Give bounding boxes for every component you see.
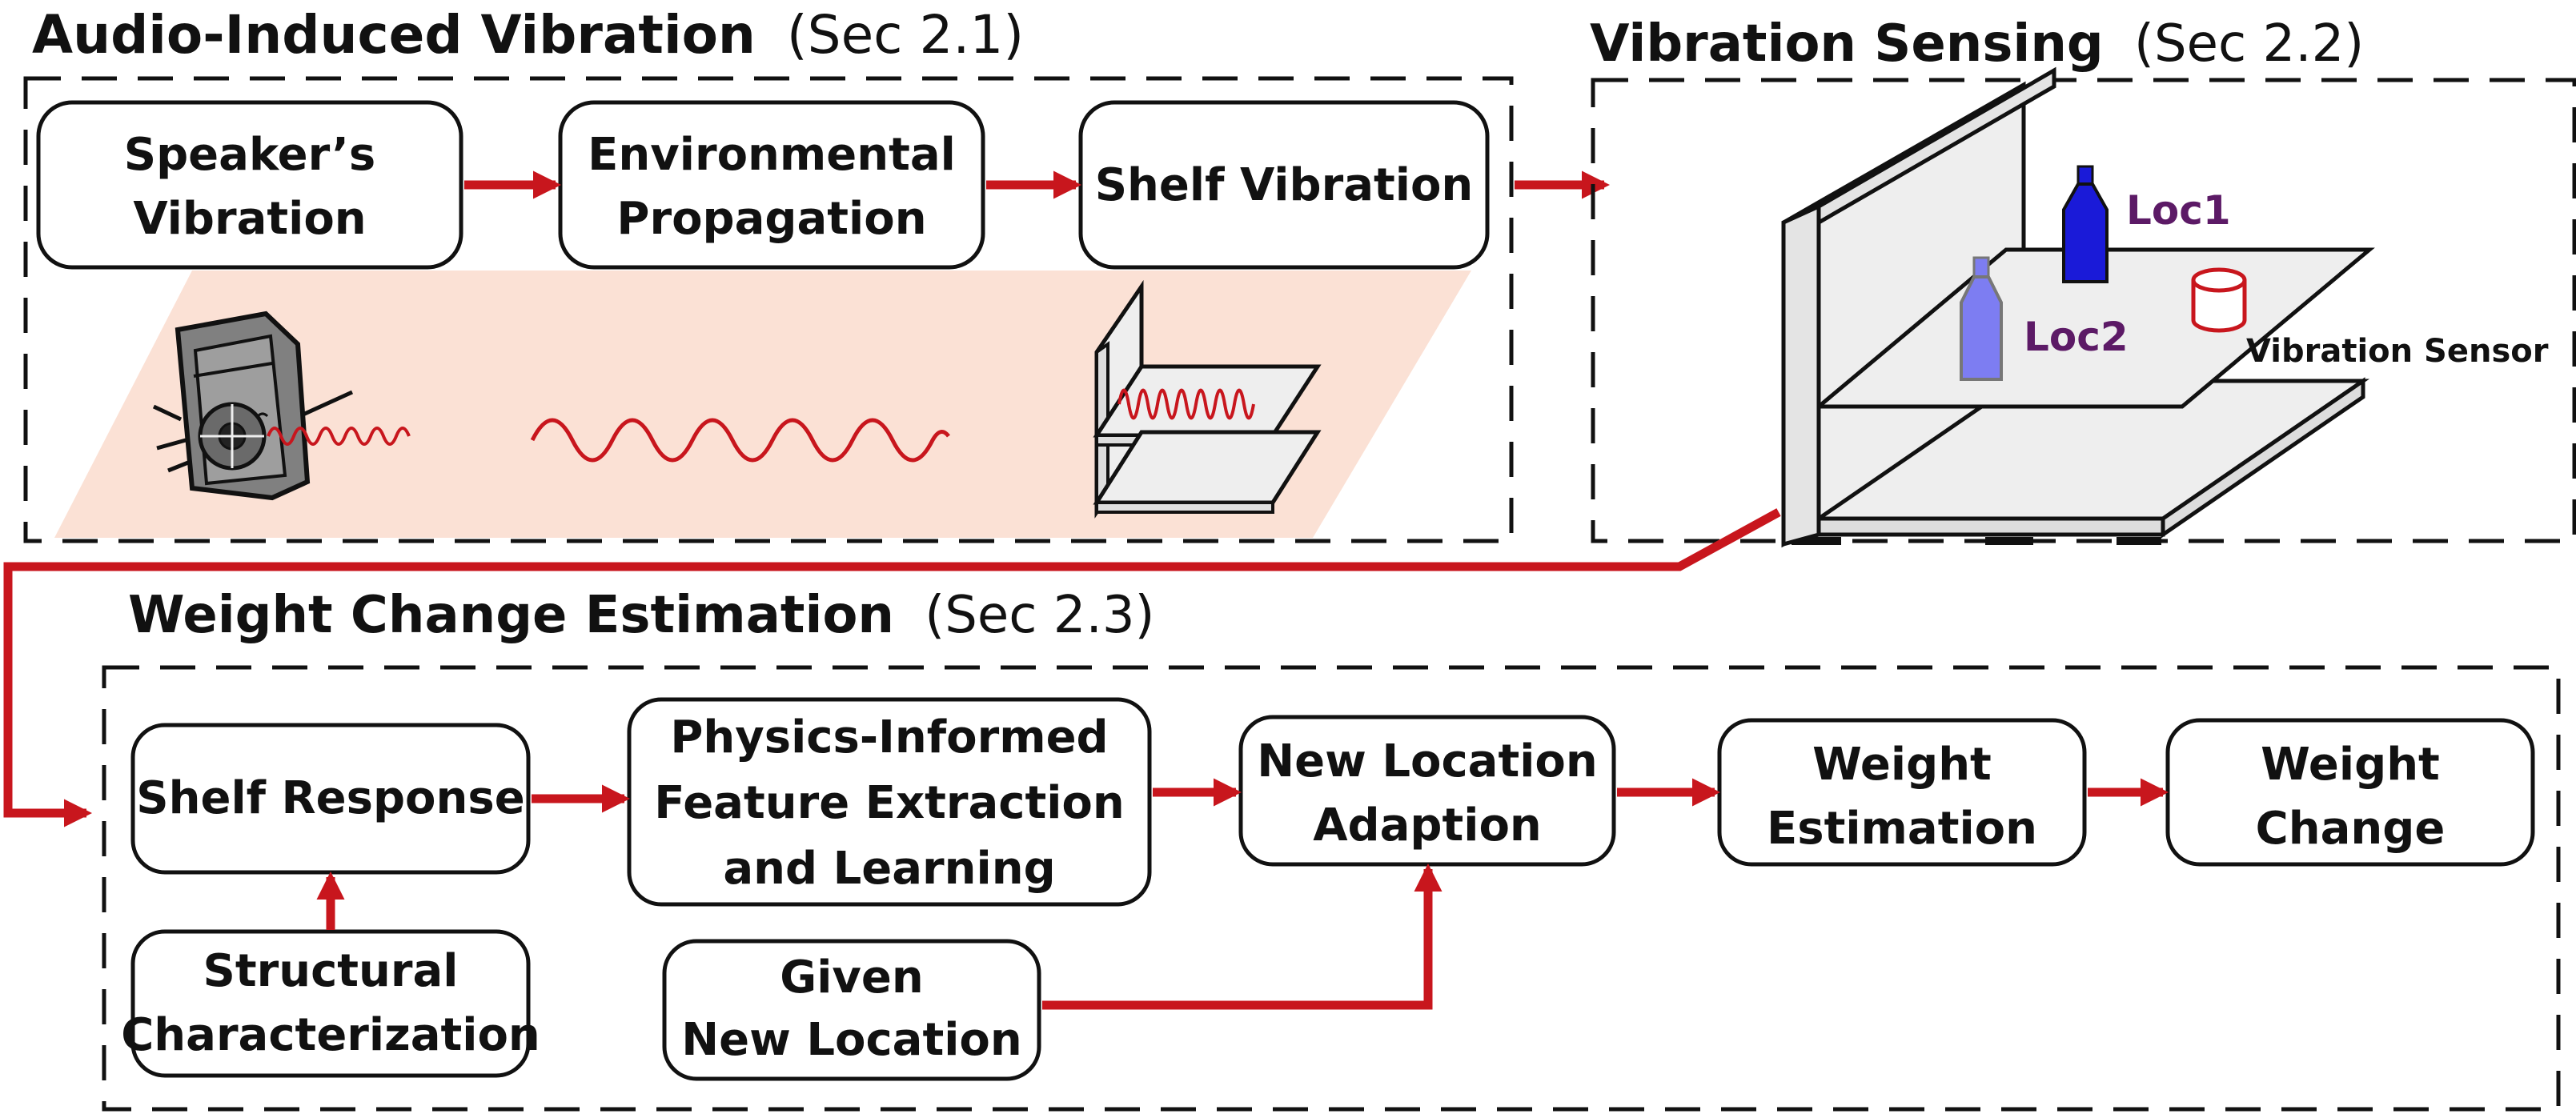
bottle-icon-loc2 bbox=[1960, 256, 2003, 381]
section-frame-audio bbox=[23, 76, 1514, 543]
box-weight-estimation: Weight Estimation bbox=[1717, 718, 2087, 867]
section-frame-estimation bbox=[102, 665, 2561, 1112]
section-frame-sensing bbox=[1591, 78, 2576, 543]
shelf-icon-large bbox=[1781, 66, 2375, 548]
label-vibration-sensor: Vibration Sensor bbox=[2246, 333, 2549, 370]
box-shelf-vibration: Shelf Vibration bbox=[1078, 100, 1490, 270]
section-title-sensing-text: Vibration Sensing bbox=[1590, 14, 2104, 74]
label-loc2: Loc2 bbox=[2024, 314, 2129, 360]
shelf-icon-small bbox=[1093, 279, 1322, 519]
box-adaption-line2: Adaption bbox=[1313, 799, 1542, 852]
section-title-estimation: Weight Change Estimation (Sec 2.3) bbox=[128, 586, 1155, 645]
box-structural-line1: Structural bbox=[203, 945, 458, 997]
box-env-line1: Environmental bbox=[588, 129, 956, 181]
box-physics-line3: and Learning bbox=[723, 843, 1055, 895]
speaker-icon bbox=[152, 311, 354, 501]
section-ref-estimation: (Sec 2.3) bbox=[925, 586, 1154, 645]
section-title-audio-text: Audio-Induced Vibration bbox=[32, 4, 756, 66]
box-speaker-line2: Vibration bbox=[133, 193, 366, 245]
arrow-given-to-adaption bbox=[1042, 863, 1442, 1010]
sine-wave-icon-speaker bbox=[267, 427, 411, 446]
box-env-line2: Propagation bbox=[616, 193, 926, 245]
box-given-line1: Given bbox=[780, 952, 924, 1004]
box-weight-change-line2: Change bbox=[2256, 803, 2446, 855]
box-weight-change-line1: Weight bbox=[2261, 739, 2440, 791]
box-weight-change: Weight Change bbox=[2165, 718, 2535, 867]
label-loc1: Loc1 bbox=[2126, 187, 2231, 234]
section-ref-audio: (Sec 2.1) bbox=[787, 4, 1024, 66]
box-new-location-adaption: New Location Adaption bbox=[1238, 715, 1616, 867]
box-environmental-propagation: Environmental Propagation bbox=[558, 100, 985, 270]
box-structural-characterization: Structural Characterization bbox=[121, 929, 540, 1078]
box-structural-line2: Characterization bbox=[121, 1009, 540, 1061]
sine-wave-icon-propagation bbox=[530, 418, 950, 463]
box-shelf-response: Shelf Response bbox=[130, 723, 531, 875]
box-speaker-line1: Speaker’s bbox=[124, 129, 375, 181]
box-weight-est-line1: Weight bbox=[1812, 739, 1992, 791]
box-speaker-vibration: Speaker’s Vibration bbox=[36, 100, 463, 270]
arrow-sensing-to-estimation bbox=[3, 508, 1781, 827]
box-given-new-location: Given New Location bbox=[662, 939, 1041, 1081]
box-given-line2: New Location bbox=[681, 1014, 1022, 1066]
box-adaption-line1: New Location bbox=[1257, 735, 1598, 787]
box-physics-line1: Physics-Informed bbox=[670, 711, 1108, 763]
box-shelf-response-text: Shelf Response bbox=[136, 772, 524, 824]
cylinder-sensor-icon bbox=[2191, 267, 2247, 333]
section-title-audio: Audio-Induced Vibration (Sec 2.1) bbox=[32, 4, 1024, 66]
section-title-estimation-text: Weight Change Estimation bbox=[128, 586, 894, 645]
box-physics-feature-learning: Physics-Informed Feature Extraction and … bbox=[627, 697, 1152, 907]
box-shelf-vibration-text: Shelf Vibration bbox=[1095, 159, 1474, 211]
box-weight-est-line2: Estimation bbox=[1767, 803, 2037, 855]
bottle-icon-loc1 bbox=[2062, 165, 2109, 283]
section-title-sensing: Vibration Sensing (Sec 2.2) bbox=[1590, 14, 2364, 74]
box-physics-line2: Feature Extraction bbox=[654, 777, 1125, 829]
section-ref-sensing: (Sec 2.2) bbox=[2134, 14, 2364, 74]
